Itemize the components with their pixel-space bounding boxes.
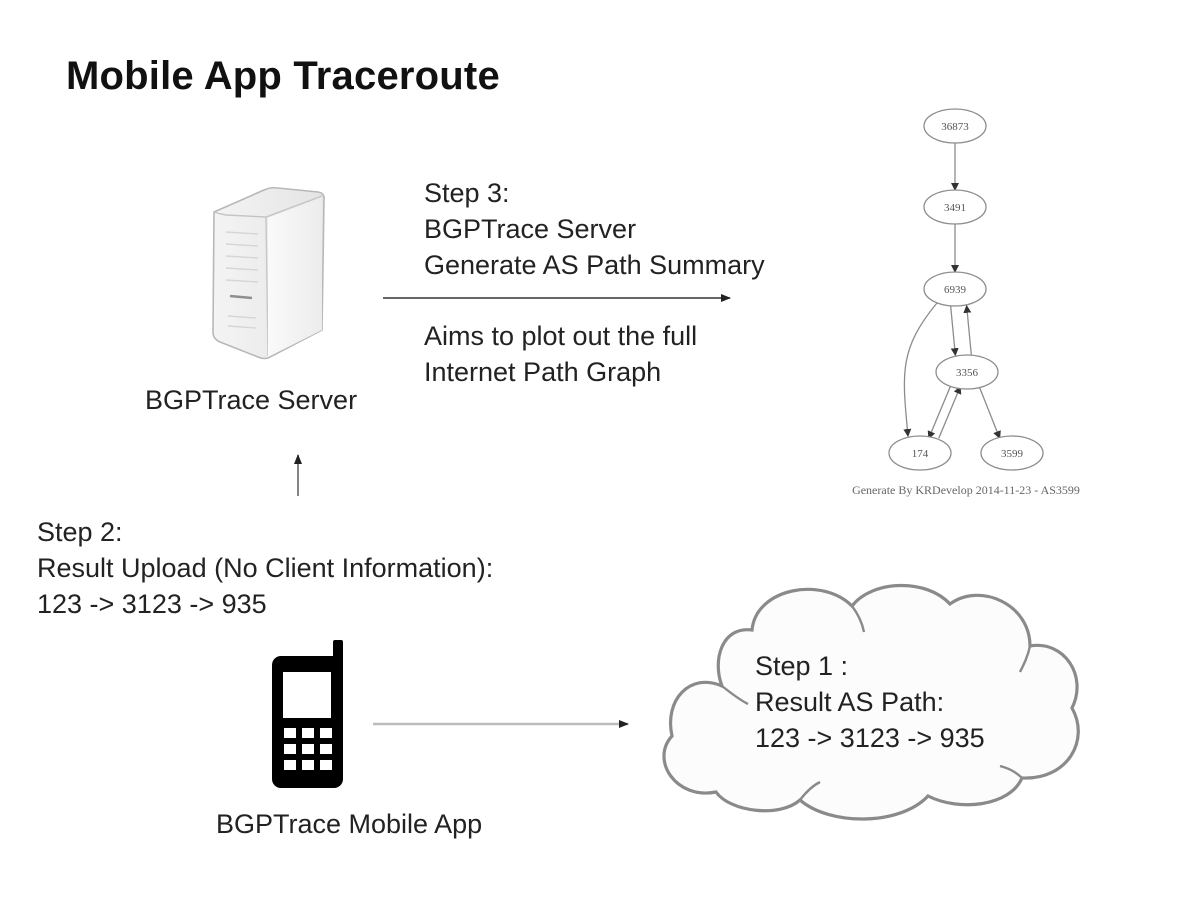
graph-node-36873: [923, 108, 987, 144]
step3-text: Step 3: BGPTrace Server Generate AS Path…: [424, 175, 765, 283]
graph-node-label-3599: 3599: [1001, 448, 1024, 460]
graph-edge-3356-to-6939: [963, 304, 973, 356]
mobile-phone-icon: [272, 640, 343, 788]
graph-node-6939: [923, 271, 987, 307]
graph-edge-3356-to-3599: [978, 386, 1001, 440]
step3-heading: Step 3:: [424, 178, 510, 208]
graph-edge-6939-to-174: [903, 302, 938, 437]
graph-node-label-3356: 3356: [956, 367, 979, 379]
step3-note-line-2: Internet Path Graph: [424, 357, 662, 387]
step2-heading: Step 2:: [37, 517, 123, 547]
graph-node-label-3491: 3491: [944, 202, 966, 214]
step2-line-2: Result Upload (No Client Information):: [37, 553, 494, 583]
step3-note-line-1: Aims to plot out the full: [424, 321, 698, 351]
graph-node-3491: [923, 189, 987, 225]
server-label: BGPTrace Server: [145, 385, 358, 415]
step2-line-3: 123 -> 3123 -> 935: [37, 589, 267, 619]
internet-cloud-shape: [662, 583, 1080, 821]
step3-line-2: BGPTrace Server: [424, 214, 637, 244]
mobile-app-label: BGPTrace Mobile App: [216, 809, 483, 839]
graph-node-label-36873: 36873: [941, 121, 969, 133]
step2-text: Step 2: Result Upload (No Client Informa…: [37, 514, 493, 622]
graph-edge-174-to-3356: [938, 385, 962, 439]
graph-node-label-174: 174: [912, 448, 929, 460]
step1-heading: Step 1 :: [755, 651, 849, 681]
graph-edge-3356-to-174: [927, 386, 951, 440]
page-title: Mobile App Traceroute: [66, 54, 500, 98]
graph-edge-6939-to-3356: [949, 305, 959, 357]
graph-caption: Generate By KRDevelop 2014-11-23 - AS359…: [852, 483, 1080, 497]
graph-node-3356: [935, 354, 999, 390]
graph-node-3599: [980, 435, 1044, 471]
graph-node-label-6939: 6939: [944, 284, 967, 296]
graph-node-174: [888, 435, 952, 471]
step1-line-3: 123 -> 3123 -> 935: [755, 723, 985, 753]
step1-line-2: Result AS Path:: [755, 687, 945, 717]
step3-note: Aims to plot out the full Internet Path …: [424, 318, 697, 390]
step3-line-3: Generate AS Path Summary: [424, 250, 765, 280]
step1-text: Step 1 : Result AS Path: 123 -> 3123 -> …: [755, 648, 985, 756]
server-tower-icon: [212, 186, 325, 360]
